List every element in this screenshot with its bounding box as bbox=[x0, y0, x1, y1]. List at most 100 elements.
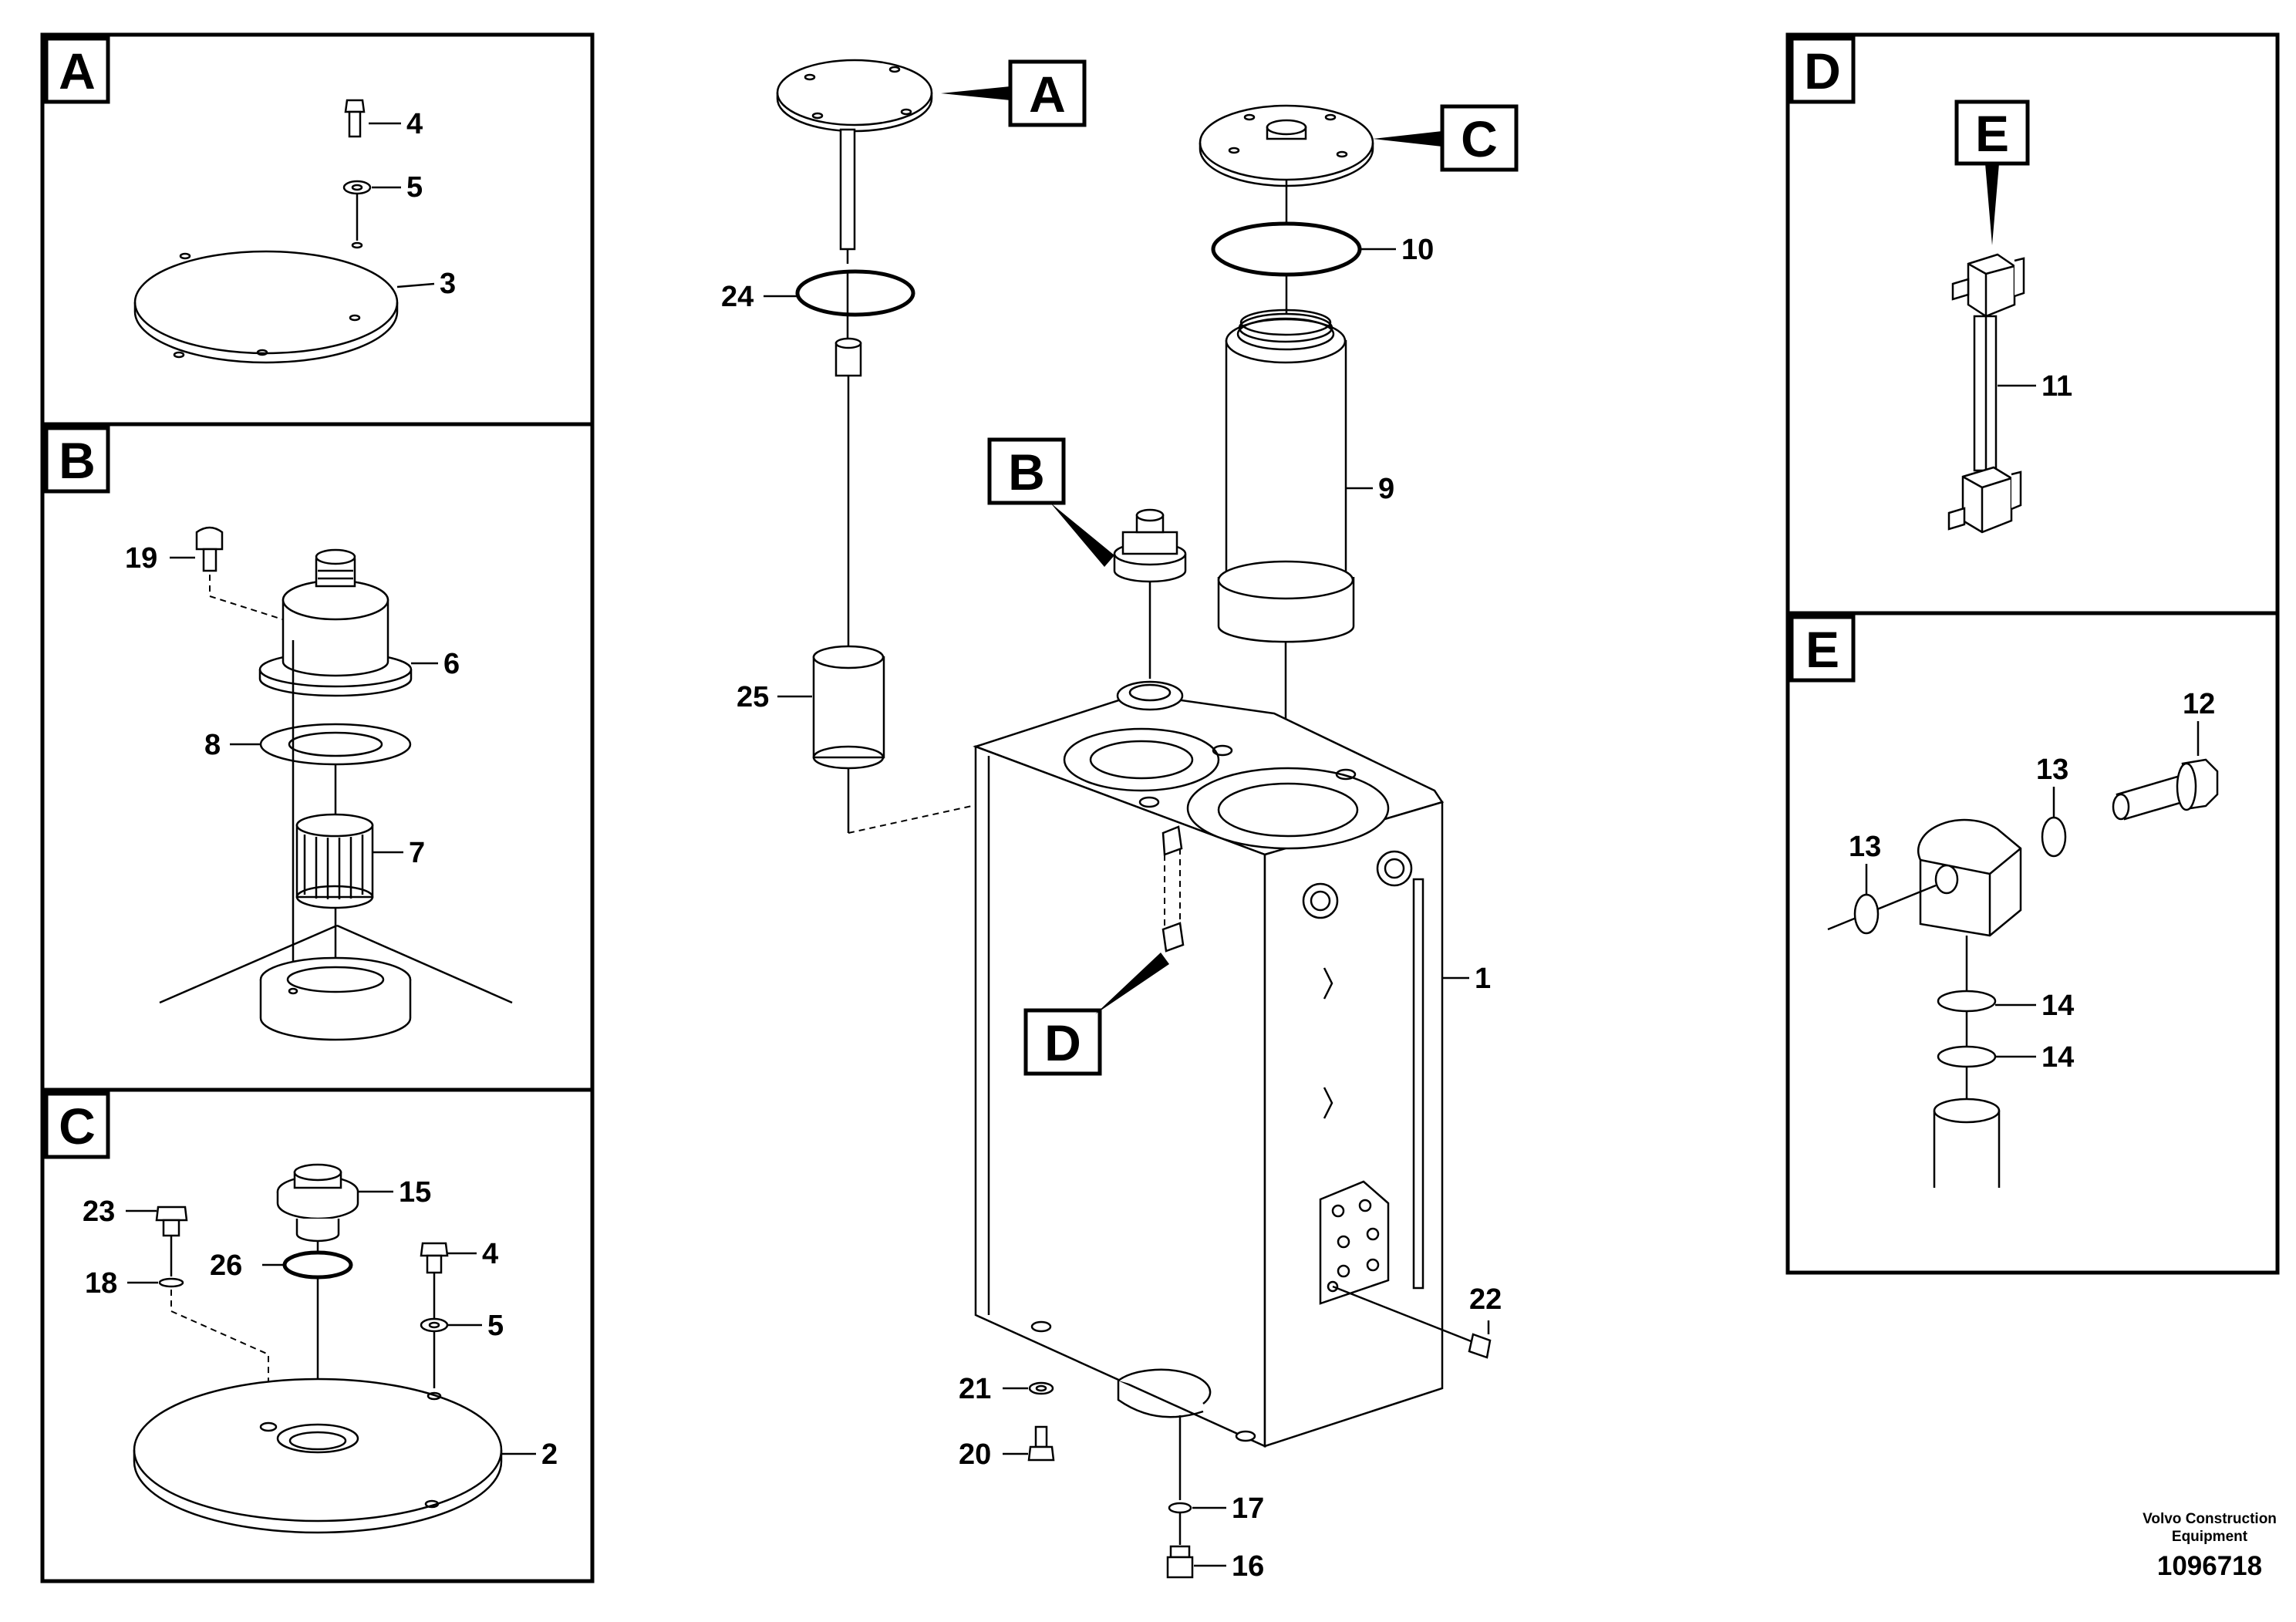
bolt-part bbox=[195, 526, 224, 572]
label-c-5: 5 bbox=[487, 1310, 504, 1342]
panel-d-letter-box bbox=[1789, 36, 1856, 104]
label-e-12: 12 bbox=[2183, 688, 2215, 720]
bolt-part: 22 bbox=[1332, 1283, 1502, 1359]
o-ring-part bbox=[282, 1250, 353, 1280]
washer-part bbox=[1853, 893, 1880, 935]
callout-e-letter: E bbox=[1975, 105, 2009, 162]
label-e-13b: 13 bbox=[1849, 831, 1881, 863]
main-assembly: A 24 25 bbox=[721, 59, 1519, 1583]
label-21: 21 bbox=[959, 1373, 991, 1405]
sensor-housing-part bbox=[258, 548, 413, 697]
panel-a-letter: A bbox=[59, 42, 96, 99]
cover-plate-part bbox=[133, 241, 399, 364]
bolt-part bbox=[155, 1206, 188, 1237]
footer: Volvo Construction Equipment 1096718 bbox=[2143, 1511, 2277, 1581]
credit-line-1: Volvo Construction bbox=[2143, 1511, 2277, 1527]
callout-d: D bbox=[1023, 953, 1169, 1076]
label-c-4: 4 bbox=[482, 1238, 498, 1270]
gasket-part bbox=[259, 723, 412, 766]
credit-line-2: Equipment bbox=[2172, 1529, 2248, 1545]
washer-part bbox=[1937, 990, 1997, 1013]
sight-glass-part bbox=[1161, 825, 1185, 953]
panel-e-letter: E bbox=[1805, 621, 1839, 678]
callout-b: B bbox=[987, 437, 1114, 567]
bolt-part bbox=[420, 1242, 449, 1274]
washer-part bbox=[158, 1277, 184, 1288]
gauge-tube-part bbox=[1933, 1098, 2001, 1188]
panel-e-frame bbox=[1785, 611, 2280, 1275]
label-c-26: 26 bbox=[210, 1249, 242, 1282]
panel-a-letter-box bbox=[44, 36, 110, 104]
panel-c: C bbox=[40, 1088, 595, 1583]
eye-block-part bbox=[1917, 818, 2022, 937]
callout-b-letter: B bbox=[1008, 443, 1045, 501]
panel-a: A 4 5 3 bbox=[40, 32, 595, 427]
filter-element-part bbox=[295, 813, 374, 909]
callout-a-letter: A bbox=[1029, 66, 1066, 123]
label-22: 22 bbox=[1469, 1283, 1502, 1316]
label-25: 25 bbox=[737, 681, 769, 713]
level-gauge-part bbox=[1947, 253, 2025, 534]
label-c-23: 23 bbox=[83, 1195, 115, 1228]
seal-part bbox=[1168, 1502, 1192, 1514]
label-a-4: 4 bbox=[406, 108, 423, 140]
label-a-5: 5 bbox=[406, 171, 423, 204]
label-c-2: 2 bbox=[541, 1438, 558, 1471]
washer-part bbox=[1028, 1381, 1054, 1395]
callout-a: A bbox=[941, 59, 1087, 127]
label-c-18: 18 bbox=[85, 1267, 117, 1300]
panel-b-letter: B bbox=[59, 432, 96, 489]
panel-c-letter: C bbox=[59, 1098, 96, 1155]
gasket-part bbox=[795, 269, 915, 317]
label-c-15: 15 bbox=[399, 1176, 431, 1209]
label-e-14a: 14 bbox=[2041, 990, 2074, 1022]
washer-part bbox=[1937, 1045, 1997, 1068]
washer-part bbox=[342, 180, 372, 195]
panel-b: B bbox=[40, 422, 595, 1092]
label-b-19: 19 bbox=[125, 542, 157, 575]
washer-part bbox=[2041, 816, 2067, 858]
cover-plate-part bbox=[133, 1378, 503, 1534]
label-1: 1 bbox=[1475, 963, 1491, 995]
filter-cartridge-part bbox=[1217, 309, 1355, 810]
tank-port-part bbox=[159, 924, 513, 1041]
callout-c: C bbox=[1373, 104, 1519, 172]
label-20: 20 bbox=[959, 1438, 991, 1471]
bolt-part bbox=[2112, 758, 2219, 821]
o-ring-part bbox=[1211, 221, 1362, 277]
filler-cap-part bbox=[276, 1163, 359, 1243]
label-b-7: 7 bbox=[409, 837, 425, 869]
callout-d-letter: D bbox=[1044, 1014, 1081, 1071]
drain-plug-part bbox=[1166, 1545, 1194, 1579]
bolt-part bbox=[344, 99, 366, 138]
document-number: 1096718 bbox=[2157, 1551, 2262, 1581]
label-9: 9 bbox=[1378, 473, 1394, 505]
panel-d-letter: D bbox=[1804, 42, 1841, 99]
panel-c-letter-box bbox=[44, 1091, 110, 1159]
panel-a-frame bbox=[40, 32, 595, 427]
label-b-6: 6 bbox=[443, 648, 460, 680]
panel-b-letter-box bbox=[44, 426, 110, 494]
panel-c-frame bbox=[40, 1088, 595, 1583]
panel-e: E 12 13 13 14 14 bbox=[1785, 611, 2280, 1275]
label-16: 16 bbox=[1232, 1550, 1264, 1583]
panel-d-frame bbox=[1785, 32, 2280, 615]
label-10: 10 bbox=[1401, 234, 1434, 266]
label-24: 24 bbox=[721, 281, 754, 313]
float-part bbox=[812, 337, 885, 833]
callout-c-letter: C bbox=[1461, 110, 1498, 167]
hydraulic-tank-part bbox=[973, 680, 1444, 1448]
bolt-part bbox=[1027, 1425, 1055, 1462]
washer-part bbox=[420, 1317, 449, 1333]
label-e-13a: 13 bbox=[2036, 754, 2068, 786]
label-17: 17 bbox=[1232, 1492, 1264, 1525]
label-e-14b: 14 bbox=[2041, 1041, 2074, 1074]
filter-cover-part bbox=[1199, 104, 1374, 224]
panel-e-letter-box bbox=[1789, 615, 1856, 683]
breather-part bbox=[1113, 508, 1187, 679]
label-d-11: 11 bbox=[2041, 370, 2072, 403]
level-sender-part bbox=[776, 59, 933, 264]
panel-d: D E 11 bbox=[1785, 32, 2280, 615]
label-a-3: 3 bbox=[440, 268, 456, 300]
